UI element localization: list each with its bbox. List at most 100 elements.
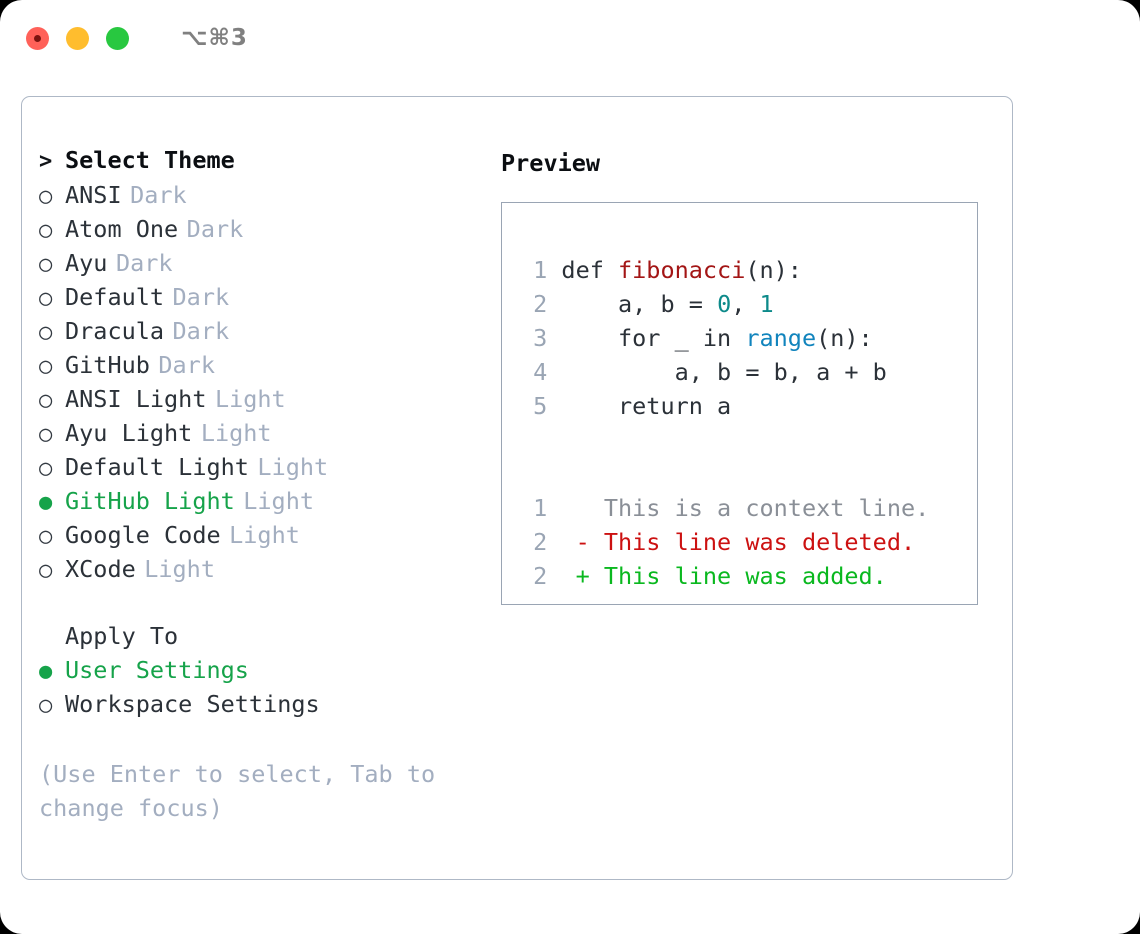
code-token: ,: [731, 290, 760, 318]
code-token: a, b = b, a + b: [561, 358, 887, 386]
theme-name-label: XCode: [65, 555, 136, 583]
apply-to-heading: ○ Apply To: [39, 622, 489, 656]
theme-list-item[interactable]: ● GitHub Light Light: [39, 487, 489, 521]
theme-name-label: Google Code: [65, 521, 221, 549]
code-token: 1: [759, 290, 774, 318]
help-text: (Use Enter to select, Tab to change focu…: [39, 760, 436, 822]
radio-selected-icon: ●: [39, 659, 53, 684]
diff-line: 2 + This line was added.: [519, 559, 929, 593]
radio-unselected-icon: ○: [39, 184, 53, 209]
theme-variant-label: Dark: [172, 317, 230, 345]
apply-to-item[interactable]: ○ Workspace Settings: [39, 690, 489, 724]
apply-to-label: User Settings: [65, 656, 249, 684]
close-button[interactable]: [26, 26, 49, 50]
spacer: [39, 589, 489, 622]
code-line: 3 for _ in range(n):: [519, 321, 929, 355]
theme-variant-label: Dark: [186, 215, 244, 243]
code-token: a, b =: [561, 290, 718, 318]
code-token: def: [561, 256, 619, 284]
line-number: 5: [533, 392, 548, 420]
radio-selected-icon: ●: [39, 490, 53, 515]
theme-name-label: ANSI: [65, 181, 122, 209]
select-theme-heading: > Select Theme: [39, 146, 489, 180]
theme-list-item[interactable]: ○ Google Code Light: [39, 521, 489, 555]
apply-to-label: Workspace Settings: [65, 690, 320, 718]
line-number: 3: [533, 324, 548, 352]
radio-unselected-icon: ○: [39, 252, 53, 277]
code-blank-line: [519, 457, 929, 491]
theme-variant-label: Light: [200, 419, 272, 447]
theme-name-label: Atom One: [65, 215, 179, 243]
radio-unselected-icon: ○: [39, 218, 53, 243]
theme-variant-label: Dark: [130, 181, 187, 209]
theme-variant-label: Light: [257, 453, 329, 481]
code-token: return a: [561, 392, 732, 420]
window-controls: [26, 26, 129, 50]
theme-variant-label: Dark: [115, 249, 173, 277]
theme-name-label: Default Light: [65, 453, 249, 481]
theme-variant-label: Light: [243, 487, 315, 515]
line-number: 1: [533, 256, 548, 284]
diff-line: 2 - This line was deleted.: [519, 525, 929, 559]
code-token: (n):: [745, 256, 802, 284]
code-blank-line: [519, 423, 929, 457]
prompt-caret-icon: >: [39, 149, 53, 174]
minimize-button[interactable]: [66, 26, 89, 50]
code-line: 5 return a: [519, 389, 929, 423]
select-theme-heading-label: Select Theme: [65, 146, 235, 174]
preview-heading: Preview: [501, 149, 601, 177]
apply-to-heading-label: Apply To: [65, 622, 179, 650]
radio-unselected-icon: ○: [39, 354, 53, 379]
maximize-button[interactable]: [106, 26, 129, 50]
radio-unselected-icon: ○: [39, 422, 53, 447]
radio-unselected-icon: ○: [39, 524, 53, 549]
theme-variant-label: Dark: [158, 351, 215, 379]
code-line: 1 def fibonacci(n):: [519, 253, 929, 287]
theme-variant-label: Light: [229, 521, 300, 549]
title-bar: ⌥⌘3: [0, 0, 1140, 76]
theme-name-label: ANSI Light: [65, 385, 207, 413]
apply-to-list: ● User Settings ○ Workspace Settings: [39, 656, 489, 724]
apply-to-marker-placeholder: ○: [39, 627, 65, 649]
theme-name-label: GitHub: [65, 351, 150, 379]
apply-to-item[interactable]: ● User Settings: [39, 656, 489, 690]
radio-unselected-icon: ○: [39, 320, 53, 345]
theme-name-label: Ayu Light: [65, 419, 193, 447]
code-token: for _ in: [561, 324, 746, 352]
code-line: 4 a, b = b, a + b: [519, 355, 929, 389]
code-token: 0: [717, 290, 732, 318]
theme-variant-label: Dark: [172, 283, 230, 311]
radio-unselected-icon: ○: [39, 388, 53, 413]
theme-list-item[interactable]: ○ ANSI Dark: [39, 181, 489, 215]
theme-name-label: Default: [65, 283, 165, 311]
line-number: 1: [533, 494, 548, 522]
code-line: 2 a, b = 0, 1: [519, 287, 929, 321]
theme-name-label: GitHub Light: [65, 487, 235, 515]
radio-unselected-icon: ○: [39, 693, 53, 718]
code-token: fibonacci: [618, 256, 746, 284]
line-number: 2: [533, 290, 548, 318]
diff-line: 1 This is a context line.: [519, 491, 929, 525]
keyboard-shortcut-label: ⌥⌘3: [181, 25, 248, 51]
radio-unselected-icon: ○: [39, 286, 53, 311]
code-token: (n):: [816, 324, 873, 352]
theme-list-item[interactable]: ○ GitHub Dark: [39, 351, 489, 385]
diff-text: + This line was added.: [561, 562, 887, 590]
line-number: 2: [533, 528, 548, 556]
diff-text: This is a context line.: [561, 494, 930, 522]
theme-variant-label: Light: [214, 385, 286, 413]
theme-variant-label: Light: [144, 555, 215, 583]
